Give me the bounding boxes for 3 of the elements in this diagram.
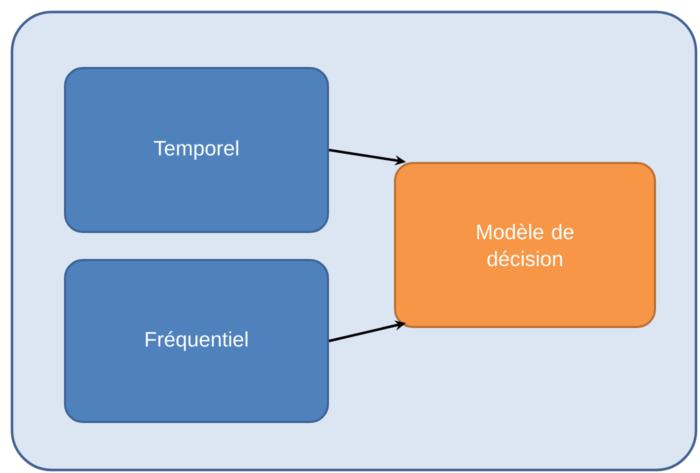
- process-box: Temporel: [64, 66, 329, 233]
- decision-box: Modèle de décision: [394, 162, 656, 328]
- process-box: Fréquentiel: [64, 258, 329, 423]
